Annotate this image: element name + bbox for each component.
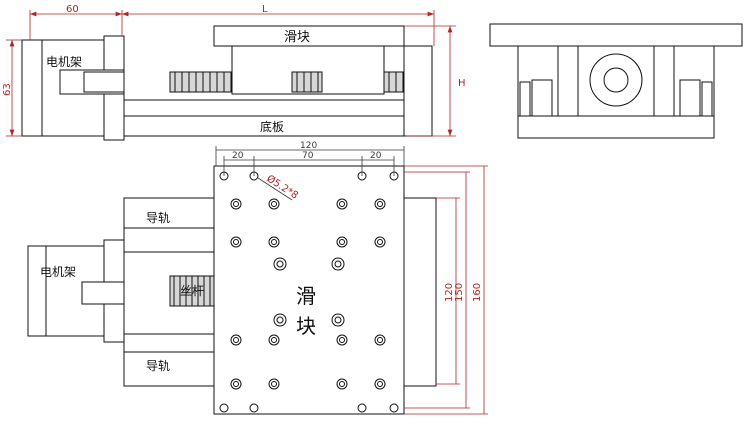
mounting-hole <box>249 403 259 413</box>
label-guide-rail-top: 导轨 <box>146 211 170 225</box>
end-view <box>489 23 743 139</box>
dim-plan-spacing-right: 20 <box>370 151 382 161</box>
label-slider-plan-1: 滑 <box>296 284 316 308</box>
mounting-hole-bore <box>334 316 342 324</box>
mounting-hole-bore <box>271 239 277 245</box>
mounting-hole-bore <box>339 337 345 343</box>
mounting-hole <box>219 403 229 413</box>
plan-lead-screw <box>169 275 217 307</box>
side-elevation-view <box>21 25 433 141</box>
dim-motor-width: 60 <box>66 4 79 15</box>
label-motor-mount-top: 电机架 <box>46 55 82 69</box>
dim-length: L <box>262 4 268 15</box>
mounting-hole <box>389 403 399 413</box>
side-elevation-dimensions <box>6 10 456 137</box>
label-motor-mount-plan: 电机架 <box>40 265 76 279</box>
label-lead-screw: 丝杆 <box>180 284 204 298</box>
dim-plan-height-outer: 160 <box>472 283 483 302</box>
mounting-hole-bore <box>339 381 345 387</box>
mounting-hole-bore <box>271 337 277 343</box>
mounting-hole-bore <box>377 239 383 245</box>
plan-mounting-holes <box>219 171 399 413</box>
label-base-plate: 底板 <box>260 119 284 134</box>
dim-total-height: H <box>458 78 466 89</box>
mounting-hole-bore <box>377 201 383 207</box>
mounting-hole-bore <box>271 201 277 207</box>
dim-motor-height: 63 <box>2 83 13 96</box>
mounting-hole-bore <box>334 260 342 268</box>
mounting-hole-bore <box>377 381 383 387</box>
plan-view-dimensions <box>215 146 405 201</box>
dim-plan-spacing-mid: 70 <box>302 151 314 161</box>
mounting-hole-bore <box>233 201 239 207</box>
dim-plan-height-mid: 150 <box>454 283 465 302</box>
end-view-screw-outer <box>589 53 643 107</box>
label-guide-rail-bottom: 导轨 <box>146 359 170 373</box>
plan-view <box>27 165 437 415</box>
dim-plan-spacing-left: 20 <box>232 151 244 161</box>
dim-plan-total-width: 120 <box>300 141 317 151</box>
mounting-hole-bore <box>276 316 284 324</box>
mounting-hole-bore <box>233 381 239 387</box>
mounting-hole-bore <box>377 337 383 343</box>
mounting-hole-bore <box>339 201 345 207</box>
mounting-hole-bore <box>339 239 345 245</box>
dim-plan-height-inner: 120 <box>444 283 455 302</box>
mounting-hole <box>357 403 367 413</box>
plan-slider-plate <box>213 165 405 415</box>
mounting-hole-bore <box>276 260 284 268</box>
mounting-hole-bore <box>233 239 239 245</box>
end-view-screw-inner <box>603 67 629 93</box>
label-slider-top: 滑块 <box>284 30 310 45</box>
mounting-hole-bore <box>233 337 239 343</box>
mounting-hole-bore <box>271 381 277 387</box>
label-slider-plan-2: 块 <box>296 314 316 338</box>
